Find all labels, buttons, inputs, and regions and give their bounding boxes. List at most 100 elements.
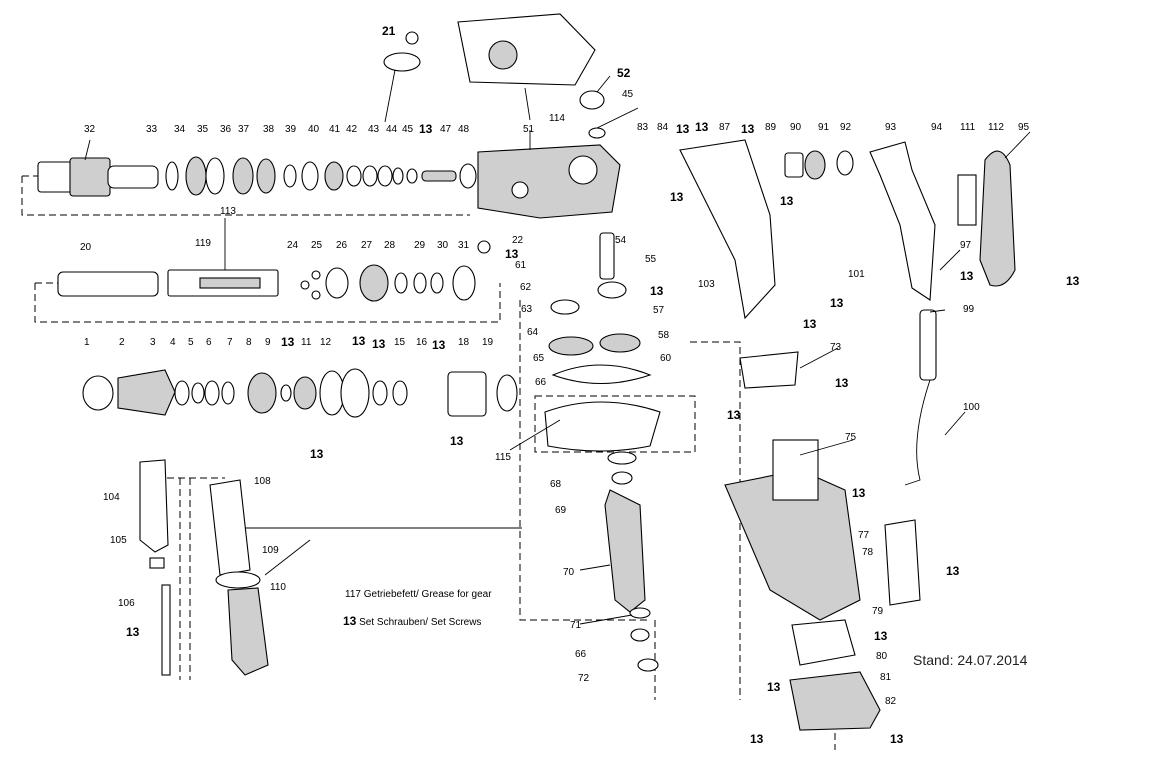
label-66: 66 [535,377,547,388]
label-5: 5 [188,337,194,348]
screws-note-text: Set Schrauben/ Set Screws [359,617,482,628]
label-41: 41 [329,124,341,135]
label-54: 54 [615,235,627,246]
label-7: 7 [227,337,233,348]
screws-note-number: 13 [343,614,357,628]
part-87-handle-half [679,139,776,320]
label-13: 13 [830,296,844,310]
label-82: 82 [885,696,897,707]
part-51-hood [457,13,596,86]
label-84: 84 [657,122,669,133]
label-21: 21 [382,24,396,38]
label-13: 13 [505,247,519,261]
revision-date: Stand: 24.07.2014 [913,652,1028,668]
label-32: 32 [84,124,96,135]
label-69: 69 [555,505,567,516]
label-73: 73 [830,342,842,353]
label-81: 81 [880,672,892,683]
label-24: 24 [287,240,299,251]
label-97: 97 [960,240,972,251]
label-66b: 66 [575,649,587,660]
assembly-guide-lines [21,175,836,750]
part-20-tube [57,271,159,297]
label-106: 106 [118,598,135,609]
row-1-parts [37,13,621,219]
label-13: 13 [670,190,684,204]
label-33: 33 [146,124,158,135]
label-36: 36 [220,124,232,135]
part-70-armature [604,489,646,613]
label-58: 58 [658,330,670,341]
label-60: 60 [660,353,672,364]
label-83: 83 [637,122,649,133]
grease-note-number: 117 [345,589,361,600]
label-71: 71 [570,620,582,631]
label-45b: 45 [622,89,634,100]
label-80: 80 [876,651,888,662]
label-13: 13 [874,629,888,643]
label-94: 94 [931,122,943,133]
label-37: 37 [238,124,250,135]
leader-lines [84,69,1031,625]
label-43: 43 [368,124,380,135]
label-72: 72 [578,673,590,684]
label-44: 44 [386,124,398,135]
label-2: 2 [119,337,125,348]
label-13: 13 [450,434,464,448]
label-13: 13 [352,334,366,348]
label-26: 26 [336,240,348,251]
label-64: 64 [527,327,539,338]
label-40: 40 [308,124,320,135]
row-2-parts [57,240,491,302]
label-93: 93 [885,122,897,133]
label-105: 105 [110,535,127,546]
label-90: 90 [790,122,802,133]
label-63: 63 [521,304,533,315]
label-47: 47 [440,124,452,135]
label-108: 108 [254,476,271,487]
label-9: 9 [265,337,271,348]
part-82-end-cap [789,671,881,731]
label-35: 35 [197,124,209,135]
housing-and-handle-parts [679,139,1016,731]
label-3: 3 [150,337,156,348]
label-20: 20 [80,242,92,253]
label-13: 13 [727,408,741,422]
label-75: 75 [845,432,857,443]
label-104: 104 [103,492,120,503]
row-3-parts [82,368,518,418]
label-13: 13 [946,564,960,578]
label-31: 31 [458,240,470,251]
label-42: 42 [346,124,358,135]
label-13: 13 [835,376,849,390]
label-92: 92 [840,122,852,133]
label-112: 112 [988,122,1004,133]
label-48: 48 [458,124,470,135]
screws-note: 13 Set Schrauben/ Set Screws [343,614,481,628]
label-51: 51 [523,124,535,135]
part-number-labels: 32 33 34 35 36 37 38 39 40 41 42 43 44 4… [80,24,1080,746]
label-100: 100 [963,402,980,413]
label-13: 13 [676,122,690,136]
gear-and-motor-parts [544,232,661,672]
label-38: 38 [263,124,275,135]
label-119: 119 [195,238,211,249]
label-113: 113 [220,206,236,217]
label-13: 13 [419,122,433,136]
label-61: 61 [515,260,527,271]
label-13: 13 [750,732,764,746]
label-91: 91 [818,122,830,133]
label-4: 4 [170,337,176,348]
part-2-chuck-sleeve [117,369,176,416]
label-8: 8 [246,337,252,348]
label-13: 13 [852,486,866,500]
grease-note-text: Getriebefett/ Grease for gear [363,589,492,600]
label-16: 16 [416,337,428,348]
label-6: 6 [206,337,212,348]
label-13: 13 [890,732,904,746]
label-62: 62 [520,282,532,293]
label-39: 39 [285,124,297,135]
label-110: 110 [270,582,286,593]
